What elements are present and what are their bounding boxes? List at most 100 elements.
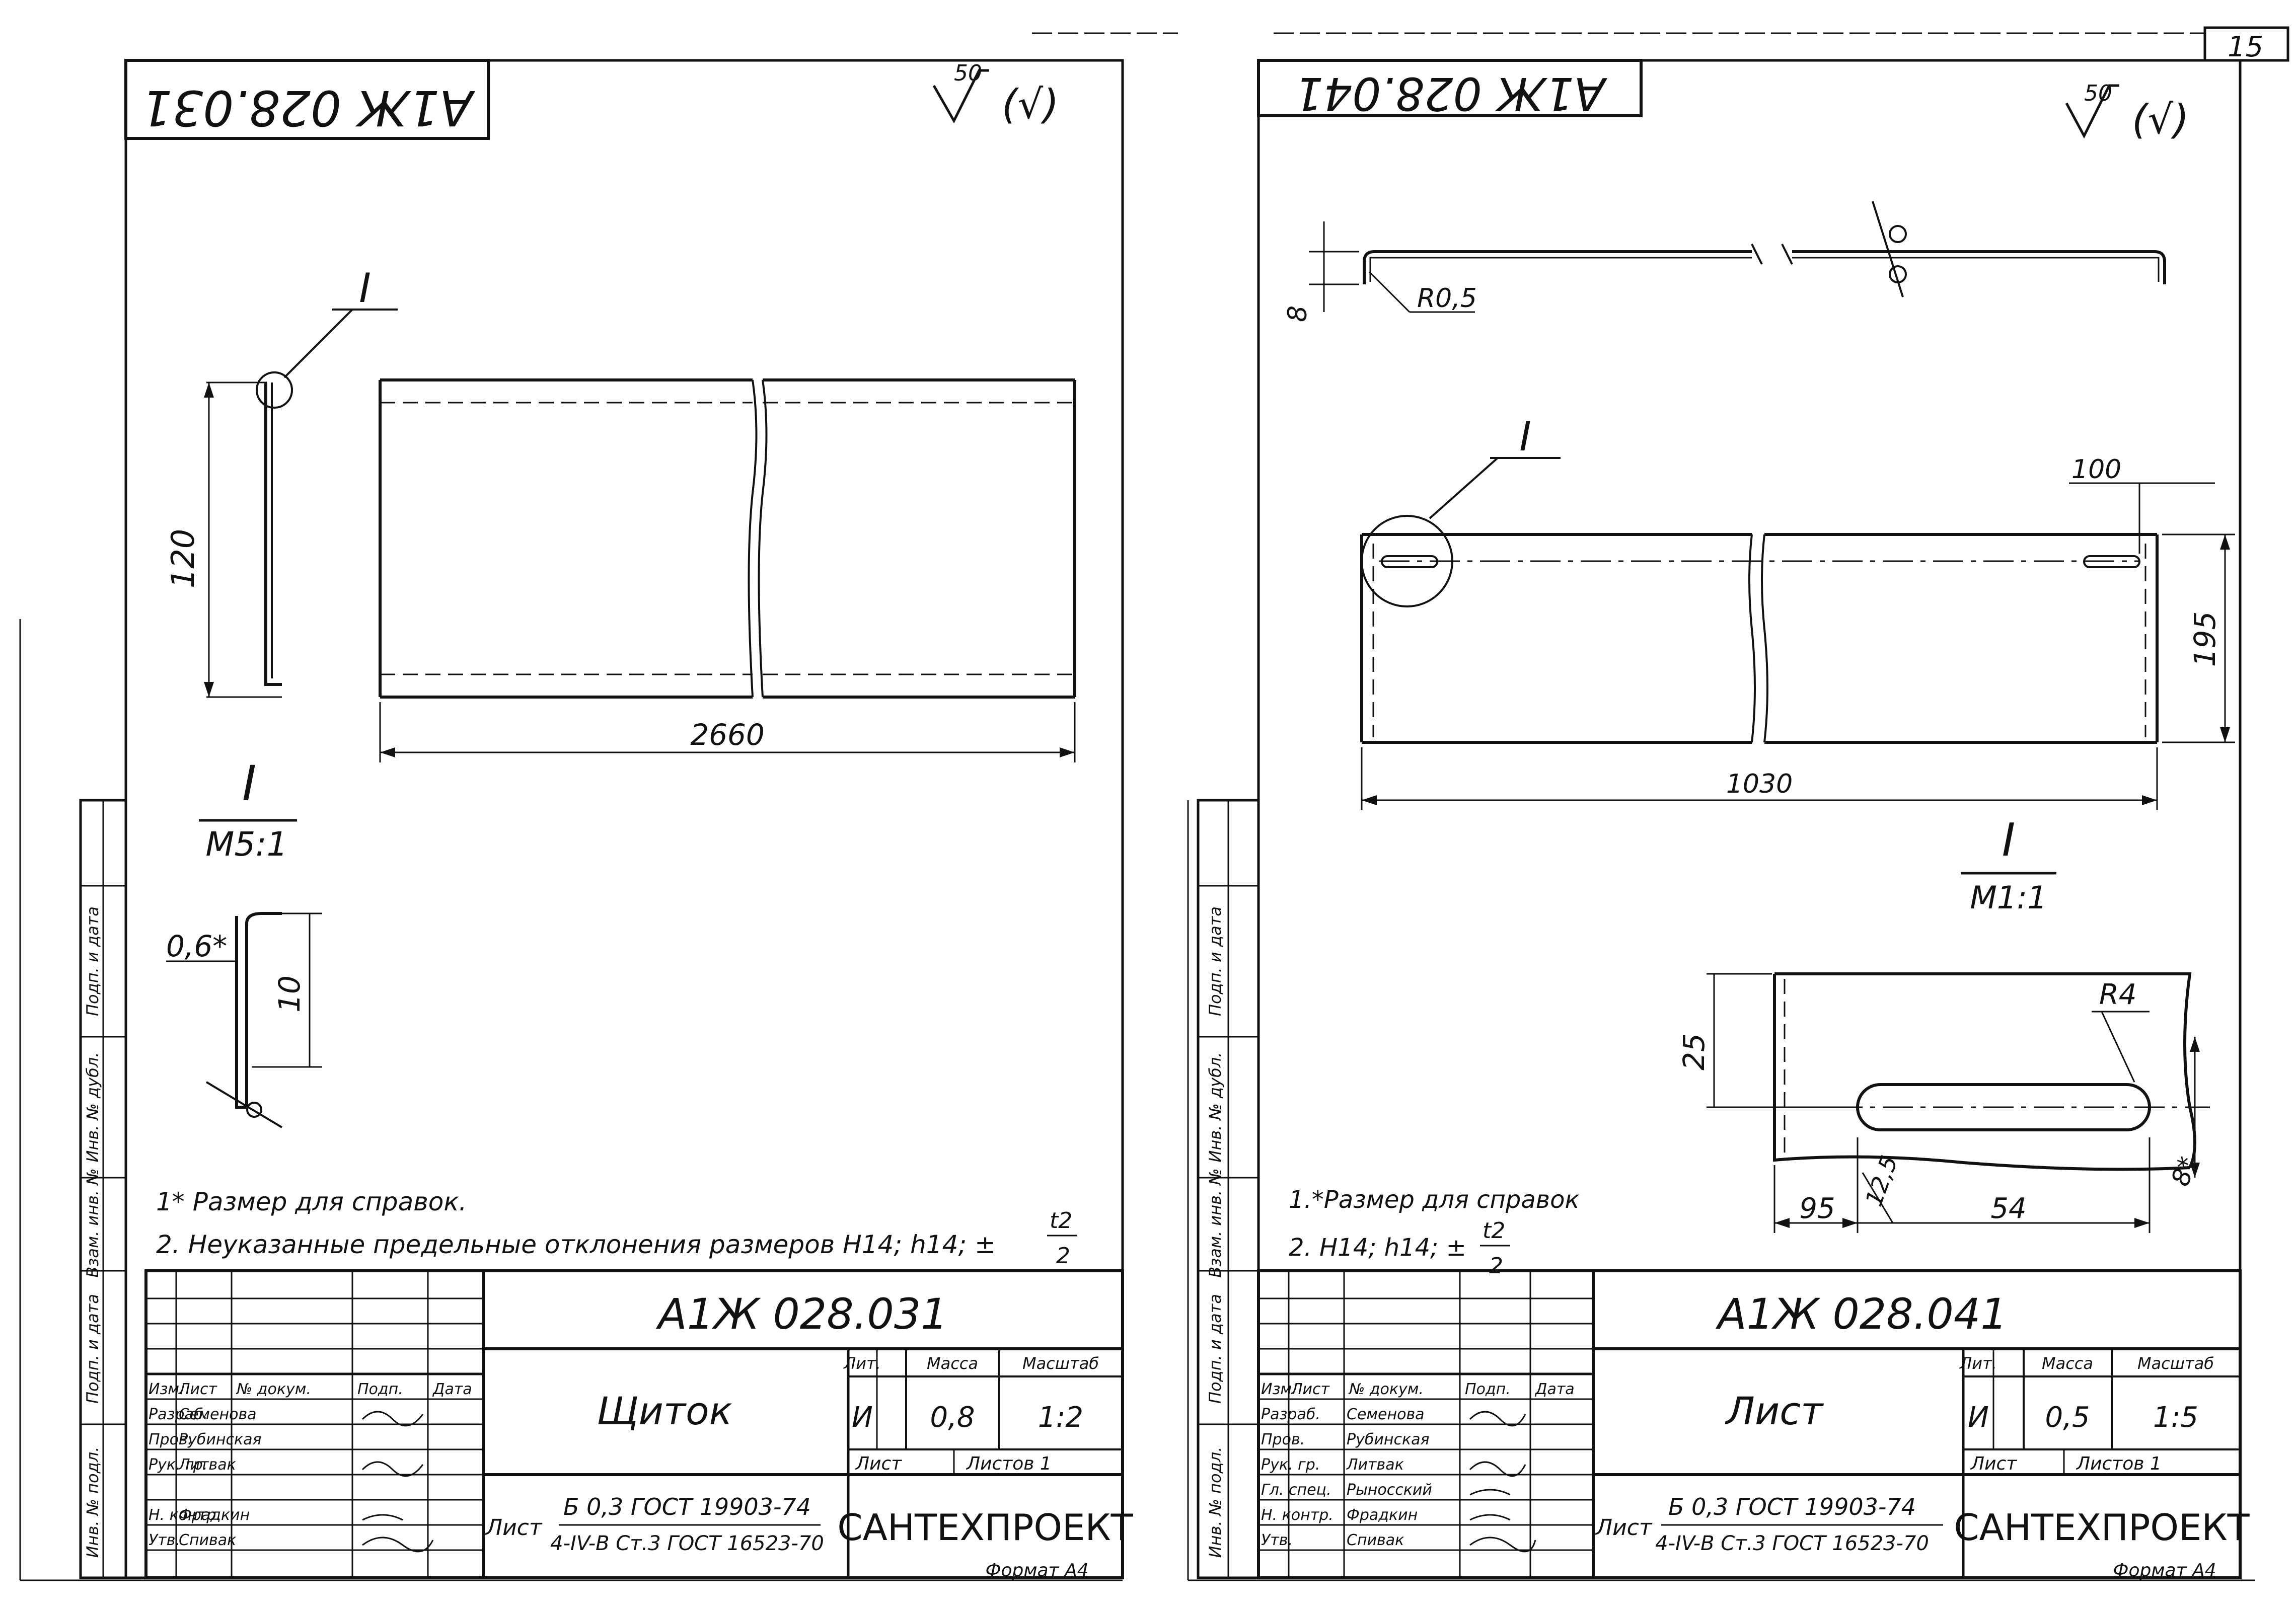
dim-slot-width: 12,5	[1860, 1152, 1903, 1210]
col-izm: Изм.	[1261, 1380, 1297, 1398]
side-label: Инв. № дубл.	[1206, 1052, 1225, 1163]
plan-view-right: I 100 195 1030	[1360, 413, 2235, 810]
detail-mark: I	[242, 755, 256, 812]
scale-header: Масштаб	[1022, 1354, 1099, 1373]
org-name: САНТЕХПРОЕКТ	[837, 1506, 1133, 1549]
sheets-label: Листов 1	[966, 1453, 1052, 1474]
note-2: 2. H14; h14; ±	[1289, 1234, 1466, 1262]
role: Пров.	[149, 1431, 192, 1448]
note-1: 1.*Размер для справок	[1289, 1186, 1579, 1214]
role: Утв.	[1261, 1531, 1293, 1549]
note-2: 2. Неуказанные предельные отклонения раз…	[156, 1230, 996, 1259]
page-number: 15	[2228, 31, 2263, 63]
detail-mark: I	[1519, 413, 1531, 460]
title-block-right: Изм. Лист № докум. Подп. Дата Разраб. Се…	[1257, 1269, 2250, 1579]
page-number-box: 15	[2203, 26, 2289, 63]
sheet-label: Лист	[1970, 1453, 2017, 1474]
person: Рыносский	[1347, 1481, 1432, 1499]
person: Литвак	[1346, 1456, 1404, 1474]
side-view-right: 8 R0,5	[1283, 201, 2166, 322]
person: Семенова	[179, 1406, 257, 1423]
sheet-left: А1Ж 028.031 50 (√) I 120	[19, 59, 1134, 1581]
format-label: Формат А4	[2113, 1560, 2216, 1581]
notes-right: 1.*Размер для справок 2. H14; h14; ± t2 …	[1289, 1186, 1579, 1279]
role: Утв.	[149, 1531, 180, 1549]
detail-mark: I	[2002, 814, 2016, 867]
dim-detail-height: 25	[1677, 1033, 1711, 1070]
part-name: Щиток	[597, 1389, 732, 1433]
detail-label-right: I M1:1	[1961, 814, 2056, 916]
side-label: Инв. № подл.	[1206, 1447, 1225, 1558]
lit-header: Лит.	[1959, 1354, 1997, 1373]
dim-slot-len: 54	[1990, 1192, 2026, 1225]
material-line1: Б 0,3 ГОСТ 19903-74	[563, 1493, 811, 1520]
roughness-value: 50	[2084, 81, 2112, 106]
person: Фрадкин	[1347, 1506, 1418, 1524]
role: Рук. гр.	[149, 1456, 207, 1474]
side-stamp-left: Инв. № подл. Подп. и дата Взам. инв. № И…	[79, 799, 127, 1579]
person: Спивак	[1347, 1531, 1404, 1549]
signatures	[361, 1411, 434, 1553]
designation: А1Ж 028.031	[655, 1289, 947, 1339]
roughness-mark-right: 50 (√)	[2065, 81, 2189, 143]
detail-view-right: 25 R4 95 54 12,5 8*	[1677, 972, 2210, 1233]
detail-mark: I	[359, 265, 371, 312]
col-izm: Изм.	[149, 1380, 184, 1398]
dim-length: 2660	[690, 718, 765, 752]
lit-value: И	[852, 1401, 873, 1434]
note-2-fraction-top: t2	[1483, 1218, 1505, 1244]
material-prefix: Лист	[1595, 1515, 1653, 1541]
material-prefix: Лист	[485, 1515, 543, 1541]
lit-value: И	[1968, 1401, 1989, 1434]
dim-bend-radius: R0,5	[1417, 283, 1477, 314]
col-date: Дата	[432, 1380, 472, 1398]
dim-slot-pos: 95	[1799, 1192, 1835, 1225]
col-list: Лист	[1291, 1380, 1330, 1398]
detail-circle	[1361, 515, 1453, 607]
note-2-fraction-bottom: 2	[1056, 1243, 1070, 1269]
role: Разраб.	[149, 1406, 208, 1423]
detail-scale: M5:1	[205, 825, 287, 864]
scale-value: 1:5	[2153, 1401, 2198, 1434]
signatures	[1469, 1411, 1536, 1553]
roughness-symbol: (√)	[1002, 81, 1059, 128]
person: Рубинская	[1347, 1431, 1430, 1448]
code-rotated: А1Ж 028.031	[141, 80, 476, 136]
lit-header: Лит.	[843, 1354, 881, 1373]
col-list: Лист	[178, 1380, 218, 1398]
code-box-right: А1Ж 028.041	[1257, 59, 1643, 120]
org-name: САНТЕХПРОЕКТ	[1954, 1506, 2250, 1549]
side-label: Инв. № подл.	[83, 1447, 102, 1558]
role: Разраб.	[1261, 1406, 1320, 1423]
dim-flange: 10	[272, 975, 307, 1013]
person: Рубинская	[179, 1431, 262, 1448]
mass-header: Масса	[2042, 1354, 2093, 1373]
mass-header: Масса	[927, 1354, 978, 1373]
code-rotated: А1Ж 028.041	[1295, 67, 1608, 120]
part-name: Лист	[1725, 1389, 1824, 1433]
designation: А1Ж 028.041	[1715, 1289, 2007, 1339]
detail-view-left: I M5:1 10 0,6*	[166, 755, 322, 1128]
side-label: Подп. и дата	[1206, 906, 1225, 1016]
mass-value: 0,5	[2045, 1401, 2090, 1434]
dim-length: 1030	[1726, 769, 1793, 799]
roughness-symbol: (√)	[2132, 96, 2189, 143]
role: Пров.	[1261, 1431, 1305, 1448]
note-1: 1* Размер для справок.	[156, 1187, 467, 1216]
role: Рук. гр.	[1261, 1456, 1320, 1474]
front-view-left: 2660	[379, 378, 1076, 762]
person: Семенова	[1347, 1406, 1425, 1423]
detail-scale: M1:1	[1970, 879, 2047, 916]
roughness-mark-left: 50 (√)	[932, 60, 1059, 128]
scale-value: 1:2	[1038, 1401, 1083, 1434]
format-label: Формат А4	[985, 1560, 1088, 1581]
material-line1: Б 0,3 ГОСТ 19903-74	[1668, 1493, 1916, 1520]
side-view-left: I 120	[165, 265, 398, 698]
material-line2: 4-IV-В Ст.3 ГОСТ 16523-70	[550, 1532, 824, 1555]
scale-header: Масштаб	[2137, 1354, 2214, 1373]
side-label: Подп. и дата	[1206, 1294, 1225, 1404]
col-sign: Подп.	[1465, 1380, 1511, 1398]
notes-left: 1* Размер для справок. 2. Неуказанные пр…	[156, 1187, 1077, 1269]
sheets-label: Листов 1	[2076, 1453, 2162, 1474]
dim-slot-offset: 100	[2071, 454, 2121, 485]
